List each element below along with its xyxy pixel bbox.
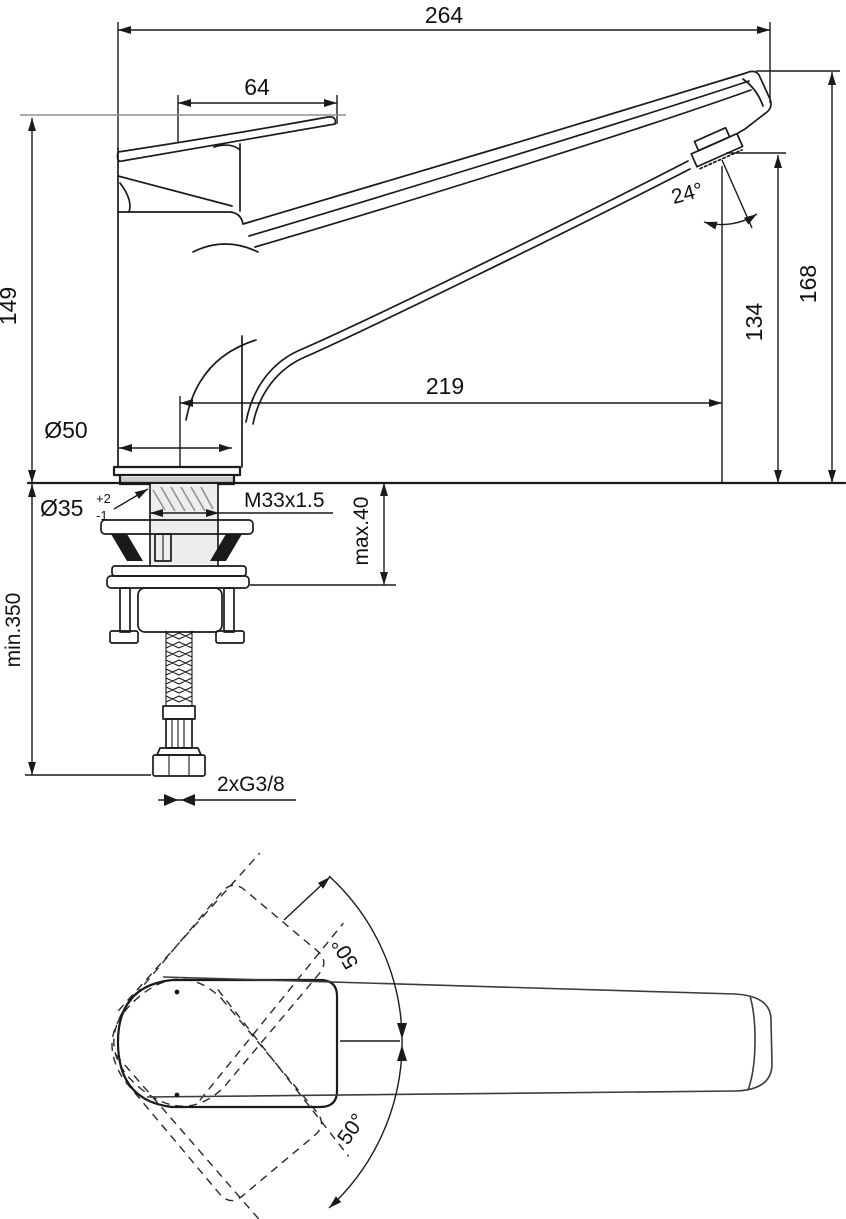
valve-tail-body [137, 587, 223, 633]
dim-label-24: 24° [669, 179, 706, 209]
dim-handle-height: 149 [0, 118, 36, 483]
dim-spout-angle: 24° [669, 159, 758, 230]
dim-label-50-up: 50° [327, 934, 363, 973]
handle-cap-outline [116, 978, 339, 1109]
pivot-dot-bottom [174, 1092, 180, 1098]
hex-facets [168, 754, 190, 777]
hose-collar [162, 705, 196, 720]
dim-label-149: 149 [0, 287, 21, 325]
dim-label-min350: min.350 [2, 593, 25, 668]
dim-label-d50: Ø50 [44, 417, 87, 443]
shank-thread-hatch [152, 486, 214, 512]
hose-ribbed-sleeve [165, 718, 193, 749]
body-and-spout-outline [117, 70, 772, 468]
dim-base-diameter: Ø50 [44, 417, 232, 452]
base-plate [112, 465, 242, 486]
dim-label-d35-minus: -1 [96, 508, 108, 523]
dim-label-d35-plus: +2 [96, 491, 111, 506]
leader-arrow [113, 488, 149, 510]
dim-shank-thread: M33x1.5 [150, 489, 333, 517]
dim-handle-length: 64 [177, 74, 338, 142]
stud-foot-right [215, 630, 245, 644]
dim-spout-height: 168 [756, 70, 840, 483]
dim-label-168: 168 [795, 265, 821, 303]
dim-deck-thickness: max.40 [250, 483, 396, 586]
dim-overall-length: 264 [117, 2, 771, 148]
pivot-dot-top [174, 989, 180, 995]
arrow-right [181, 794, 195, 806]
dim-supply-thread: 2xG3/8 [158, 773, 296, 806]
stud-left [119, 587, 131, 633]
hose-rib-lines [171, 718, 185, 749]
stud-right [223, 587, 235, 633]
lock-nut-upper [111, 565, 247, 577]
center-arrow-upper [397, 1023, 407, 1039]
mounting-hardware [100, 483, 254, 777]
dim-label-50-down: 50° [333, 1110, 370, 1149]
lock-nut-lower [106, 575, 250, 589]
arrow-left [164, 794, 178, 806]
dim-label-264: 264 [425, 2, 464, 28]
base-plate-shade [121, 477, 233, 482]
swivel-radius-top [283, 876, 331, 921]
dim-hose-length: min.350 [2, 484, 151, 776]
ext-lines [177, 95, 338, 142]
handle-ghost-down [88, 954, 355, 1219]
center-arrow-lower [397, 1045, 407, 1061]
dim-spout-reach: 219 [179, 166, 723, 483]
dim-label-64: 64 [244, 74, 270, 100]
handle-blade-end-line [747, 995, 756, 1091]
side-view: 264 64 149 168 134 [0, 2, 846, 806]
angle-leg [721, 159, 753, 229]
aerator [690, 126, 744, 170]
dim-label-d35: Ø35 [40, 495, 83, 521]
shank-shade [151, 484, 217, 564]
dim-outlet-height: 134 [726, 152, 786, 483]
top-view: 50° 50° [88, 847, 773, 1219]
dim-label-g38: 2xG3/8 [217, 773, 285, 796]
bracket-strut-right [210, 534, 242, 561]
stud-foot-left [109, 630, 139, 644]
bracket-plate [100, 519, 254, 535]
angle-arc [703, 213, 758, 230]
hose-braid [165, 630, 193, 707]
faucet-outline [112, 70, 772, 486]
swivel-arc [328, 875, 403, 1209]
aerator-body [690, 132, 744, 168]
dim-label-134: 134 [741, 303, 767, 342]
dim-hole-diameter: Ø35 +2 -1 [40, 488, 149, 523]
handle-blade-outline [146, 976, 773, 1098]
bracket-strut-left [111, 534, 143, 561]
dim-label-219: 219 [426, 373, 464, 399]
handle-lever-outline [116, 116, 337, 253]
hose-cone [156, 747, 202, 756]
dim-label-m33: M33x1.5 [244, 489, 325, 512]
flex-hose [152, 630, 206, 777]
dim-label-max40: max.40 [350, 497, 373, 566]
hose-hex-nut [152, 754, 206, 777]
dim-swivel-angle: 50° 50° [283, 875, 407, 1209]
